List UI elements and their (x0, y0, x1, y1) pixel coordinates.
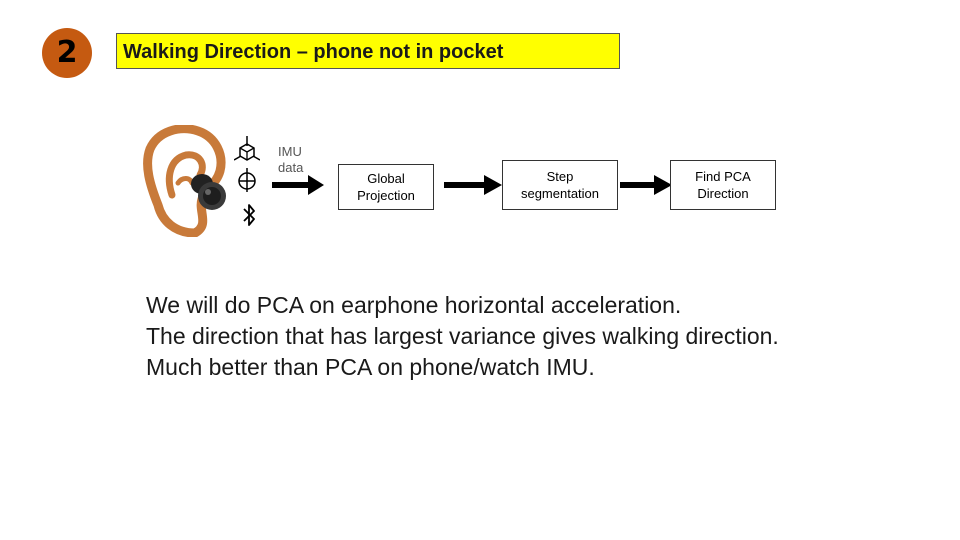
step-box-step-segmentation: Step segmentation (502, 160, 618, 210)
bluetooth-icon (243, 204, 255, 226)
step-label: Find PCA Direction (695, 169, 751, 201)
imu-cube-icon (234, 136, 260, 161)
note-line: Much better than PCA on phone/watch IMU. (146, 354, 595, 380)
title-box: Walking Direction – phone not in pocket (116, 33, 620, 69)
imu-data-label: IMU data (278, 144, 304, 175)
step-label: Global Projection (357, 171, 415, 203)
slide-number-badge: 2 (42, 28, 92, 78)
pipeline-diagram: IMU data Global Projection Step segmenta… (130, 120, 810, 240)
earbud-icon (191, 174, 226, 210)
step-box-find-pca-direction: Find PCA Direction (670, 160, 776, 210)
compass-icon (238, 168, 256, 192)
step-label: Step segmentation (520, 169, 600, 201)
slide-title: Walking Direction – phone not in pocket (123, 41, 504, 63)
arrow-to-step-segmentation (444, 175, 502, 195)
note-line: We will do PCA on earphone horizontal ac… (146, 292, 682, 318)
note-line: The direction that has largest variance … (146, 323, 779, 349)
step-box-global-projection: Global Projection (338, 164, 434, 210)
arrow-to-find-pca (620, 175, 672, 195)
arrow-to-global-projection (272, 175, 324, 195)
slide-notes: We will do PCA on earphone horizontal ac… (146, 290, 779, 383)
